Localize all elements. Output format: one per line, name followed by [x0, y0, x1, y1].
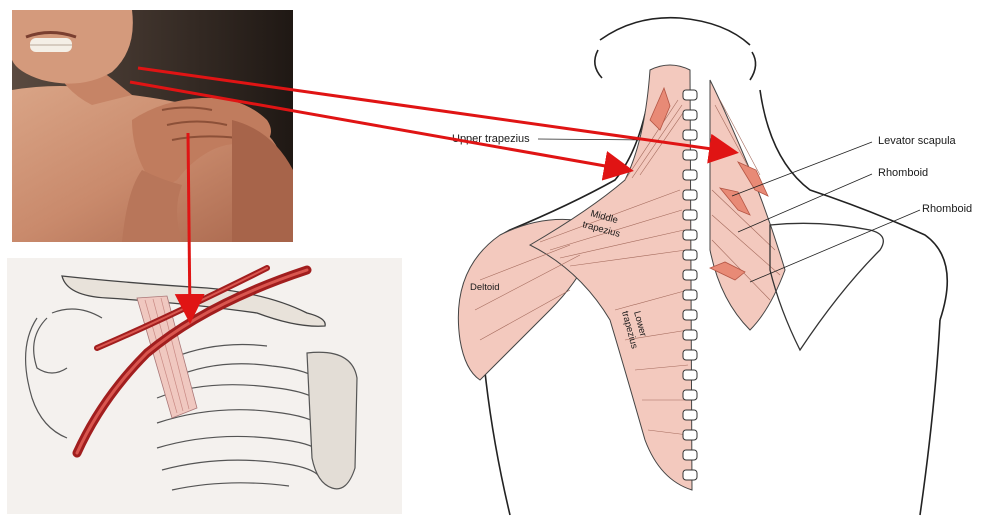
- clavicle-ribcage-art: [7, 258, 402, 514]
- deltoid-label: Deltoid: [470, 282, 500, 293]
- sternum: [307, 352, 357, 489]
- upper-trapezius-label: Upper trapezius: [452, 133, 530, 145]
- levator-scapula-label: Levator scapula: [878, 135, 957, 147]
- rhomboid-label-1: Rhomboid: [878, 167, 928, 179]
- shoulder-pain-photo: [12, 10, 293, 242]
- clavicle-ribcage-illustration: [7, 258, 402, 514]
- rhomboid-label-2: Rhomboid: [922, 203, 972, 215]
- back-muscle-anatomy: Upper trapezius Levator scapula Rhomboid…: [420, 10, 982, 517]
- shoulder-pain-photo-art: [12, 10, 293, 242]
- back-muscle-anatomy-art: Upper trapezius Levator scapula Rhomboid…: [420, 10, 982, 517]
